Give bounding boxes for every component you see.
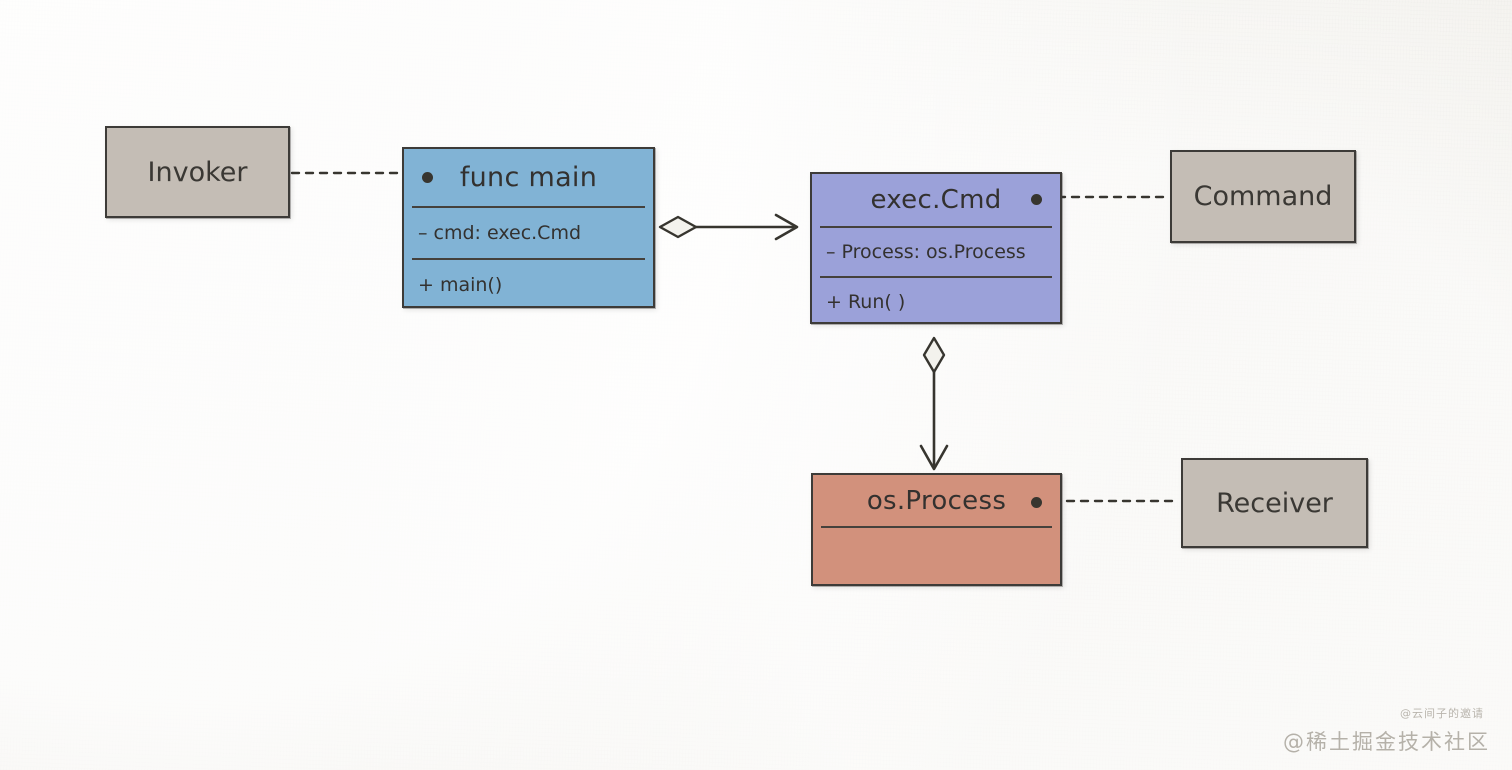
node-receiver-label: Receiver <box>1216 487 1333 519</box>
node-receiver[interactable]: Receiver <box>1181 458 1368 548</box>
node-invoker-label: Invoker <box>147 156 248 188</box>
connector-endpoint-dot <box>1031 497 1042 508</box>
node-exec-cmd-method: + Run( ) <box>826 291 906 313</box>
connector-exec-cmd-to-os-process <box>919 336 949 471</box>
compartment-divider <box>820 276 1052 278</box>
node-os-process-body <box>813 528 1060 586</box>
node-invoker[interactable]: Invoker <box>105 126 290 218</box>
node-exec-cmd-attribute: – Process: os.Process <box>826 241 1026 263</box>
connector-func-main-to-exec-cmd <box>658 213 799 241</box>
node-func-main[interactable]: func main – cmd: exec.Cmd + main() <box>402 147 655 308</box>
compartment-divider <box>820 226 1052 228</box>
node-os-process-title: os.Process <box>866 485 1007 516</box>
node-func-main-method: + main() <box>418 274 503 296</box>
connector-endpoint-dot <box>422 172 433 183</box>
node-command[interactable]: Command <box>1170 150 1356 243</box>
node-os-process[interactable]: os.Process <box>811 473 1062 586</box>
compartment-divider <box>412 206 645 208</box>
open-diamond-marker <box>658 215 698 239</box>
compartment-divider <box>412 258 645 260</box>
open-arrow-marker <box>774 213 799 241</box>
compartment-divider <box>821 526 1052 528</box>
connector-endpoint-dot <box>1031 194 1042 205</box>
watermark-large: @稀土掘金技术社区 <box>1283 730 1490 754</box>
node-exec-cmd[interactable]: exec.Cmd – Process: os.Process + Run( ) <box>810 172 1062 324</box>
open-arrow-marker <box>919 444 949 471</box>
node-command-label: Command <box>1193 181 1333 212</box>
node-func-main-title: func main <box>459 162 598 193</box>
node-func-main-attribute: – cmd: exec.Cmd <box>418 222 582 244</box>
watermark-small: @云间子的邀请 <box>1400 707 1484 720</box>
node-exec-cmd-title: exec.Cmd <box>870 185 1002 215</box>
open-diamond-marker <box>922 336 946 374</box>
